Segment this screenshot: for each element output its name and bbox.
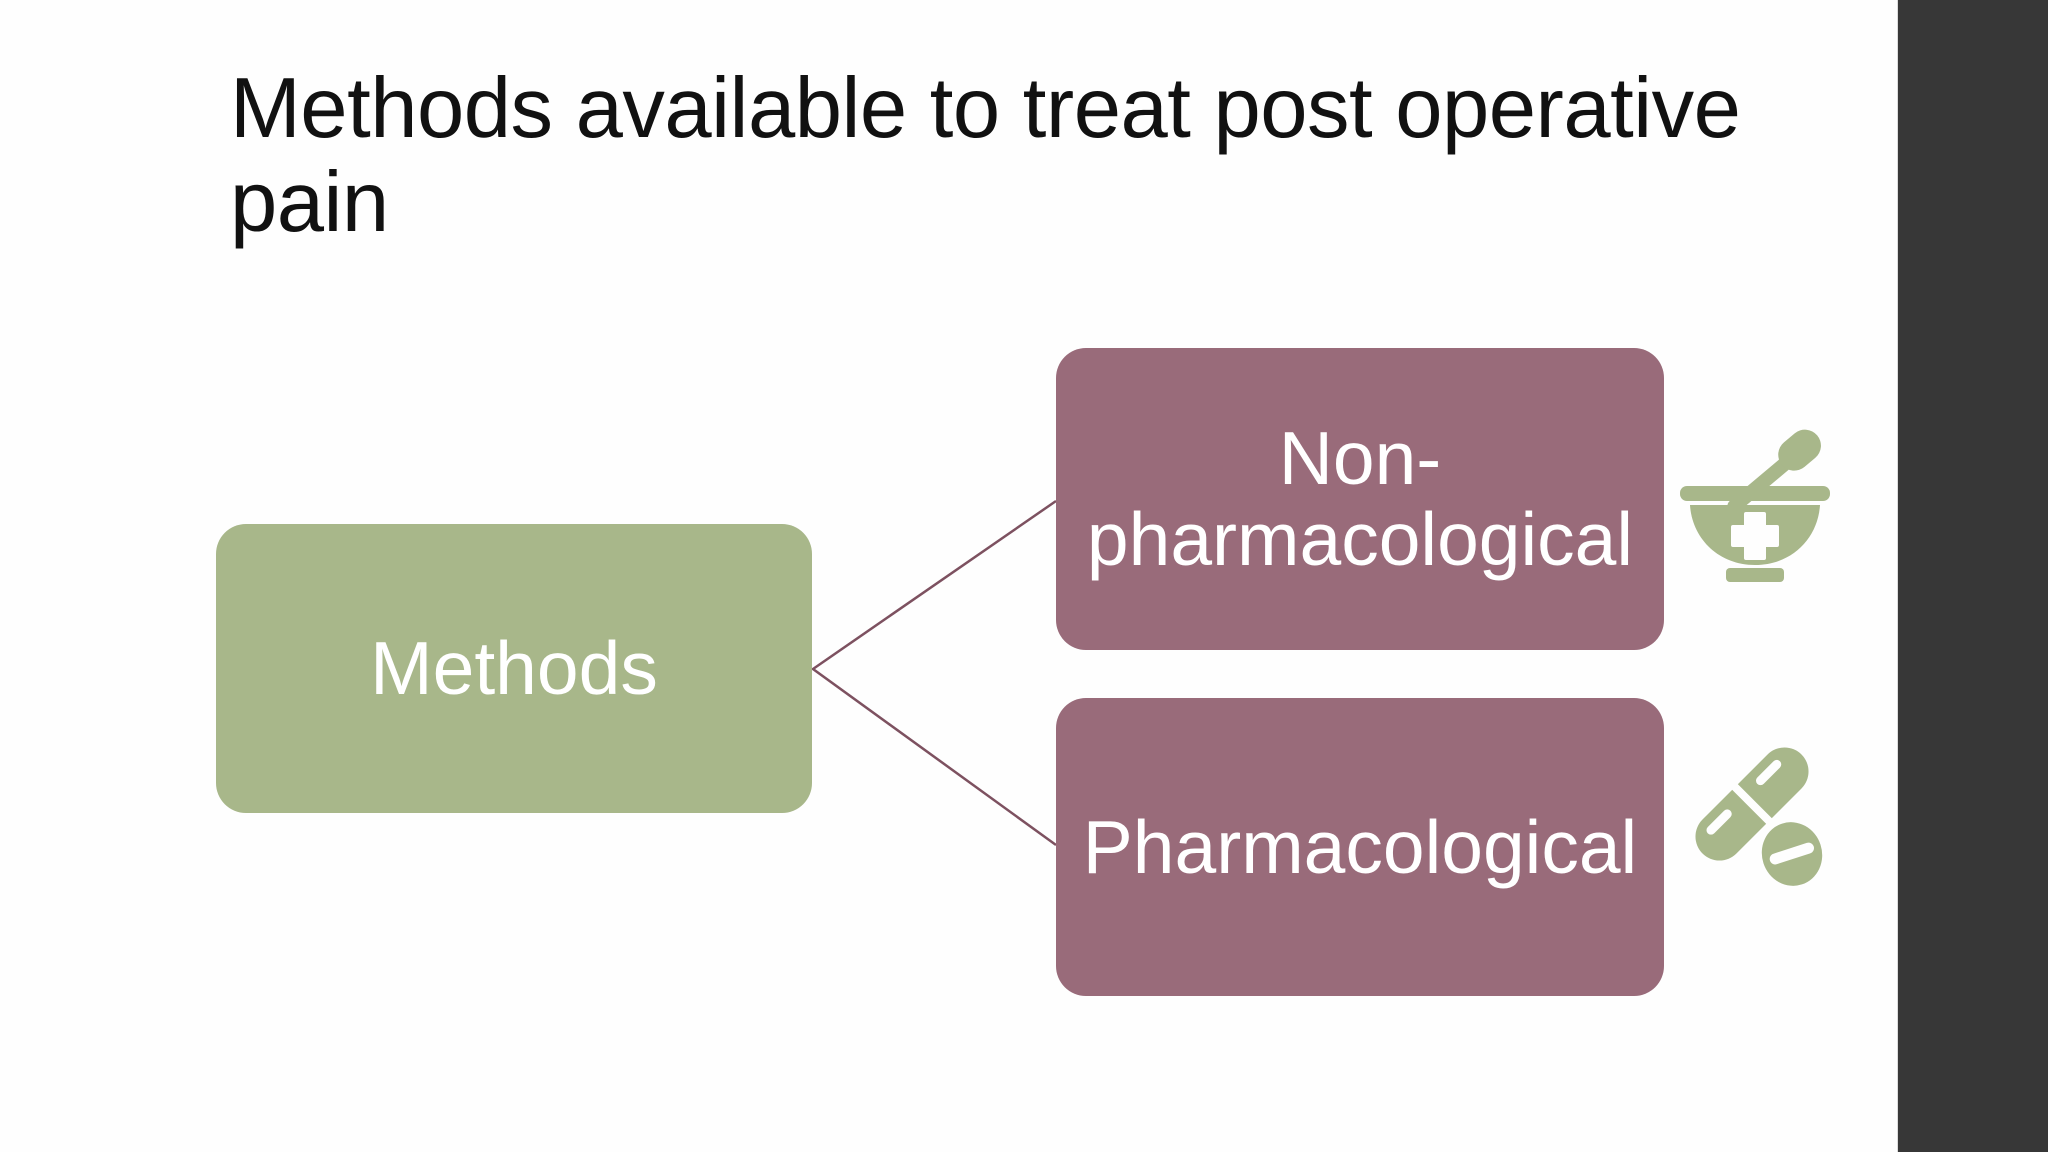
non-pharmacological-box: Non-pharmacological [1056, 348, 1664, 650]
methods-box-label: Methods [370, 626, 658, 710]
pharmacological-box-label: Pharmacological [1082, 804, 1638, 889]
pharmacological-box: Pharmacological [1056, 698, 1664, 996]
pills-icon [1695, 747, 1823, 886]
slide-title: Methods available to treat post operativ… [230, 61, 1741, 250]
methods-box: Methods [216, 524, 812, 813]
mortar-pestle-icon [1680, 429, 1830, 582]
right-letterbox-band [1897, 0, 2048, 1152]
non-pharmacological-box-label: Non-pharmacological [1086, 416, 1634, 581]
